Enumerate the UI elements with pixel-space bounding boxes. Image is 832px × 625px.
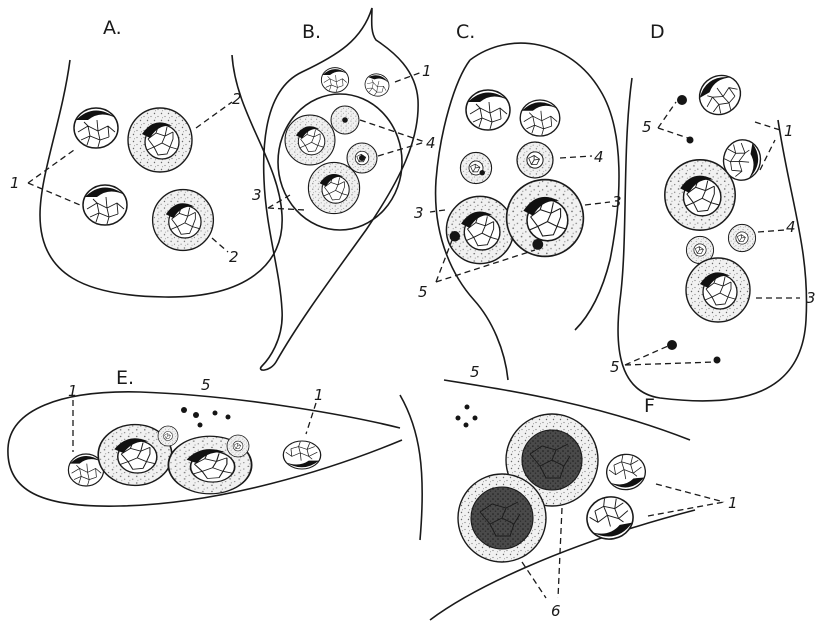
panel-f-callout-5: 5	[470, 363, 480, 381]
panel-d: D 5 1 4 3 5	[610, 21, 816, 401]
panel-f-letter: F	[644, 395, 655, 417]
panel-d-callout-3: 3	[806, 289, 816, 307]
panel-c: C. 4 3 3 5	[414, 21, 622, 380]
panel-b-callout-1: 1	[422, 62, 432, 80]
panel-f: F 5 1 6	[400, 363, 738, 620]
panel-c-callout-3-left: 3	[414, 204, 424, 222]
panel-c-letter: C.	[456, 21, 475, 43]
panel-f-callout-1: 1	[728, 494, 738, 512]
panel-d-callout-5-upper: 5	[642, 118, 652, 136]
panel-f-callout-6: 6	[551, 602, 561, 620]
panel-a-callout-1: 1	[10, 174, 20, 192]
panel-b: B. 1 3 4	[252, 8, 436, 370]
panel-a-letter: A.	[103, 17, 122, 39]
panel-c-callout-3-right: 3	[612, 193, 622, 211]
panel-b-callout-3: 3	[252, 186, 262, 204]
panel-a-callout-2-lower: 2	[229, 248, 239, 266]
panel-e-callout-1-left: 1	[68, 382, 78, 400]
panel-e-callout-1-right: 1	[314, 386, 324, 404]
panel-c-callout-5: 5	[418, 283, 428, 301]
panel-d-letter: D	[650, 21, 665, 43]
panel-a: A. 1 2 2	[10, 17, 282, 297]
panel-d-callout-1: 1	[784, 122, 794, 140]
panel-d-callout-4: 4	[786, 218, 796, 236]
panel-b-letter: B.	[302, 21, 321, 43]
panel-a-callout-2-upper: 2	[232, 90, 242, 108]
panel-d-callout-5-lower: 5	[610, 358, 620, 376]
panel-e-callout-5: 5	[201, 376, 211, 394]
panel-b-callout-4: 4	[426, 134, 436, 152]
panel-e: E. 1 5 1	[8, 367, 402, 506]
panel-e-letter: E.	[116, 367, 134, 389]
panel-c-callout-4: 4	[594, 148, 604, 166]
